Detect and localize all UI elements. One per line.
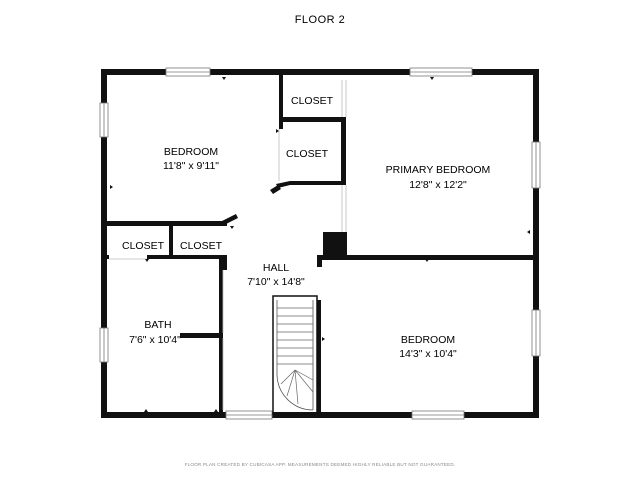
hall-dims: 7'10" x 14'8" xyxy=(247,276,305,288)
bath-dims: 7'6" x 10'4" xyxy=(129,334,181,346)
closet-left-1-label: CLOSET xyxy=(122,240,165,252)
staircase xyxy=(272,295,318,415)
hall-name: HALL xyxy=(263,262,289,274)
closet-left-2-label: CLOSET xyxy=(180,240,223,252)
bath-name: BATH xyxy=(144,319,171,331)
closet-top-label: CLOSET xyxy=(291,95,334,107)
closet-middle-label: CLOSET xyxy=(286,148,329,160)
interior-walls xyxy=(105,73,535,414)
door-openings xyxy=(109,80,347,410)
bedroom-se-dims: 14'3" x 10'4" xyxy=(399,348,457,360)
bedroom-nw-name: BEDROOM xyxy=(164,146,218,158)
exterior-walls xyxy=(101,69,539,418)
primary-bedroom-name: PRIMARY BEDROOM xyxy=(386,164,491,176)
door-markers xyxy=(110,77,530,412)
bedroom-se-name: BEDROOM xyxy=(401,334,455,346)
bedroom-nw-dims: 11'8" x 9'11" xyxy=(163,160,219,172)
disclaimer-text: FLOOR PLAN CREATED BY CUBICASA APP. MEAS… xyxy=(185,462,456,467)
floor-title: FLOOR 2 xyxy=(295,14,346,26)
windows xyxy=(99,67,541,420)
primary-bedroom-dims: 12'8" x 12'2" xyxy=(409,179,467,191)
